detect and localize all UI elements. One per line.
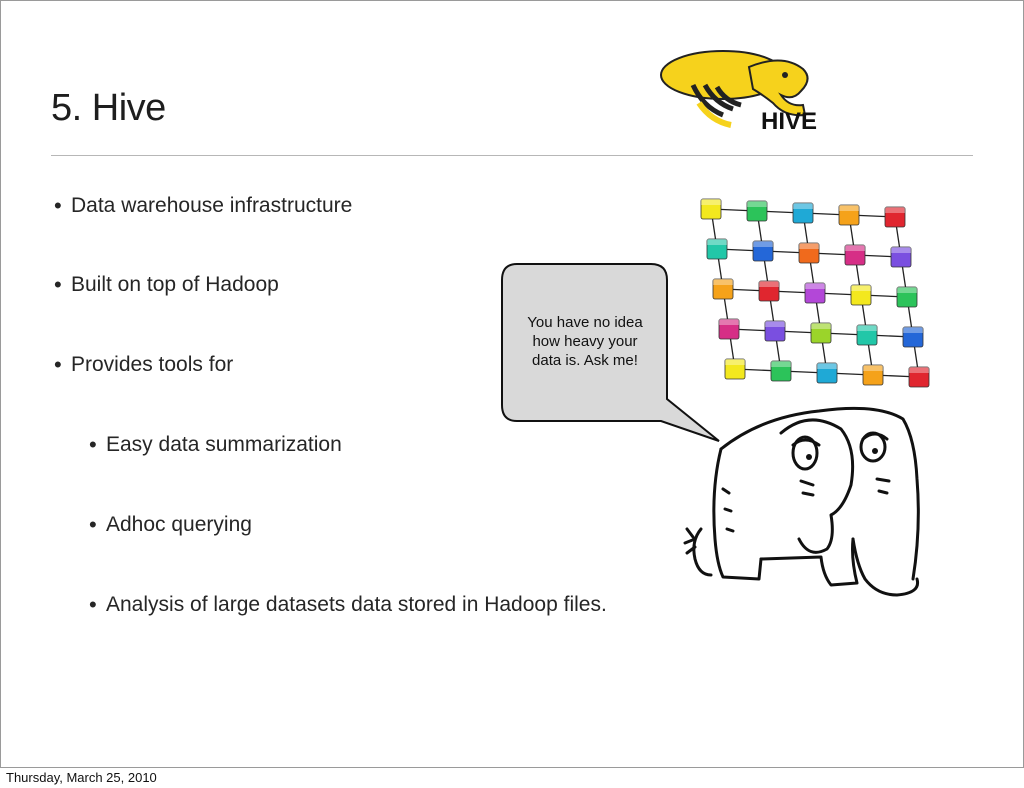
cube-node [752, 240, 774, 262]
bubble-line: how heavy your [532, 333, 638, 350]
slide: 5. Hive • Data warehouse infrastructure … [0, 0, 1024, 768]
cube-highlight [851, 285, 871, 291]
cube-node [810, 322, 832, 344]
cube-highlight [793, 203, 813, 209]
cube-node [884, 206, 906, 228]
cube-highlight [811, 323, 831, 329]
cube-highlight [897, 287, 917, 293]
data-cube-icon [700, 198, 930, 388]
speech-bubble [501, 263, 720, 442]
sub-bullet-item: • Analysis of large datasets data stored… [89, 592, 607, 617]
cube-node [890, 246, 912, 268]
cube-highlight [845, 245, 865, 251]
cube-highlight [759, 281, 779, 287]
cube-highlight [885, 207, 905, 213]
bullet-text: Provides tools for [71, 353, 234, 376]
cube-node [792, 202, 814, 224]
cube-highlight [771, 361, 791, 367]
bullet-item: • Built on top of Hadoop [54, 272, 279, 297]
cube-node [896, 286, 918, 308]
cube-highlight [799, 243, 819, 249]
slide-title: 5. Hive [51, 87, 166, 129]
bullet-dot: • [89, 592, 97, 617]
speech-bubble-text: You have no idea how heavy your data is.… [507, 313, 663, 370]
elephant-icon [683, 406, 920, 597]
cube-node [804, 282, 826, 304]
cube-highlight [753, 241, 773, 247]
bullet-text: Easy data summarization [106, 433, 342, 456]
bubble-line: You have no idea [527, 314, 643, 331]
cube-node [764, 320, 786, 342]
cube-node [718, 318, 740, 340]
bullet-text: Analysis of large datasets data stored i… [106, 593, 607, 616]
cube-highlight [765, 321, 785, 327]
cube-node [862, 364, 884, 386]
cube-node [724, 358, 746, 380]
cube-node [850, 284, 872, 306]
cube-node [706, 238, 728, 260]
cube-highlight [857, 325, 877, 331]
cube-highlight [903, 327, 923, 333]
cube-node [844, 244, 866, 266]
bullet-dot: • [54, 272, 62, 297]
bullet-item: • Provides tools for [54, 352, 234, 377]
cube-node [816, 362, 838, 384]
bullet-text: Data warehouse infrastructure [71, 194, 353, 217]
cube-highlight [713, 279, 733, 285]
bullet-dot: • [54, 193, 62, 218]
cube-highlight [805, 283, 825, 289]
slide-footer-date: Thursday, March 25, 2010 [6, 770, 157, 785]
cube-node [902, 326, 924, 348]
cube-node [838, 204, 860, 226]
bullet-dot: • [89, 512, 97, 537]
bullet-text: Built on top of Hadoop [71, 273, 279, 296]
svg-text:HIVE: HIVE [761, 108, 817, 135]
cube-highlight [909, 367, 929, 373]
cube-node [700, 198, 722, 220]
cube-highlight [701, 199, 721, 205]
cube-highlight [707, 239, 727, 245]
cube-highlight [719, 319, 739, 325]
cube-highlight [891, 247, 911, 253]
title-divider [51, 155, 973, 156]
cube-node [798, 242, 820, 264]
bullet-dot: • [54, 352, 62, 377]
bullet-text: Adhoc querying [106, 513, 252, 536]
sub-bullet-item: • Easy data summarization [89, 432, 342, 457]
hive-logo-icon: HIVE [660, 50, 817, 135]
cube-highlight [863, 365, 883, 371]
cube-highlight [839, 205, 859, 211]
cube-node [770, 360, 792, 382]
bullet-item: • Data warehouse infrastructure [54, 193, 353, 218]
cube-node [712, 278, 734, 300]
bubble-line: data is. Ask me! [532, 352, 638, 369]
cube-node [758, 280, 780, 302]
bullet-dot: • [89, 432, 97, 457]
cube-node [746, 200, 768, 222]
sub-bullet-item: • Adhoc querying [89, 512, 252, 537]
cube-highlight [725, 359, 745, 365]
cube-node [908, 366, 930, 388]
cube-highlight [747, 201, 767, 207]
cube-node [856, 324, 878, 346]
cube-highlight [817, 363, 837, 369]
